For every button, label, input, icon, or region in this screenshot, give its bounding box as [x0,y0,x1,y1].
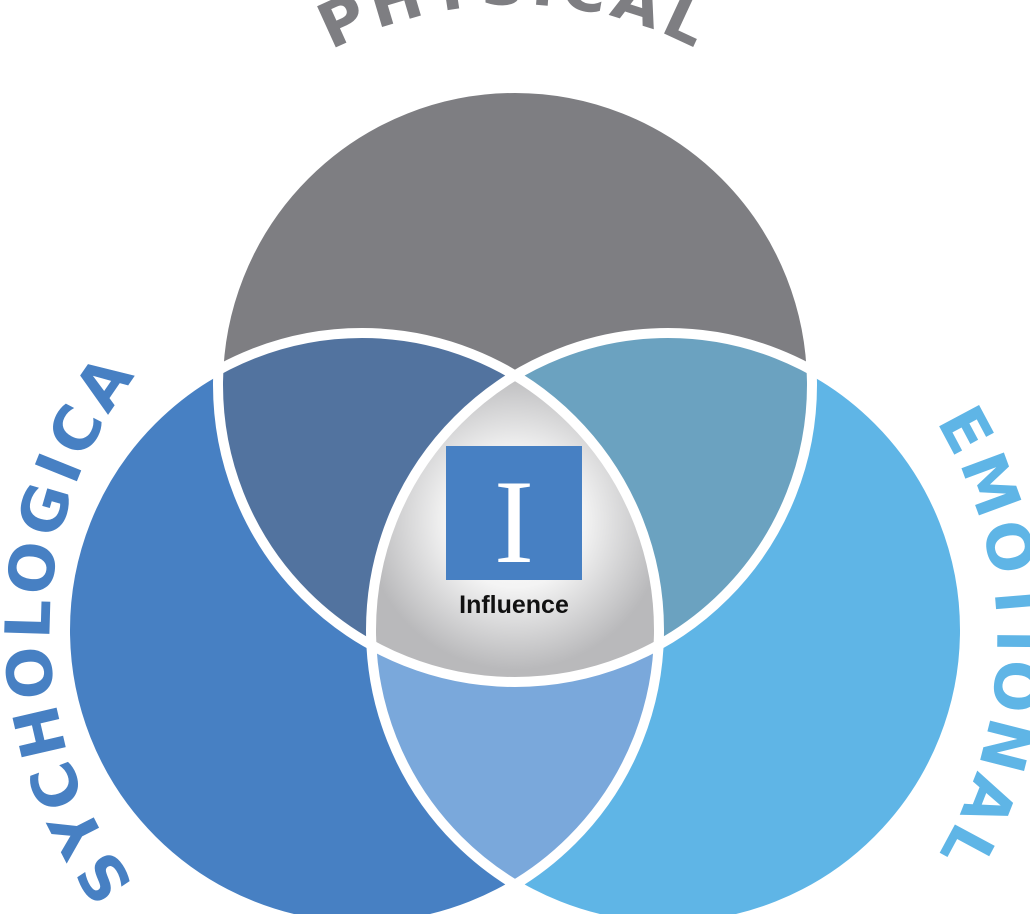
psychological-outline [60,328,664,914]
physical-outline [213,83,817,687]
influence-logo: I Influence [446,446,582,619]
emotional-outline [366,328,970,914]
top-margin [0,0,1030,64]
logo-box [446,446,582,580]
logo-letter: I [494,455,534,588]
logo-word: Influence [459,591,569,619]
